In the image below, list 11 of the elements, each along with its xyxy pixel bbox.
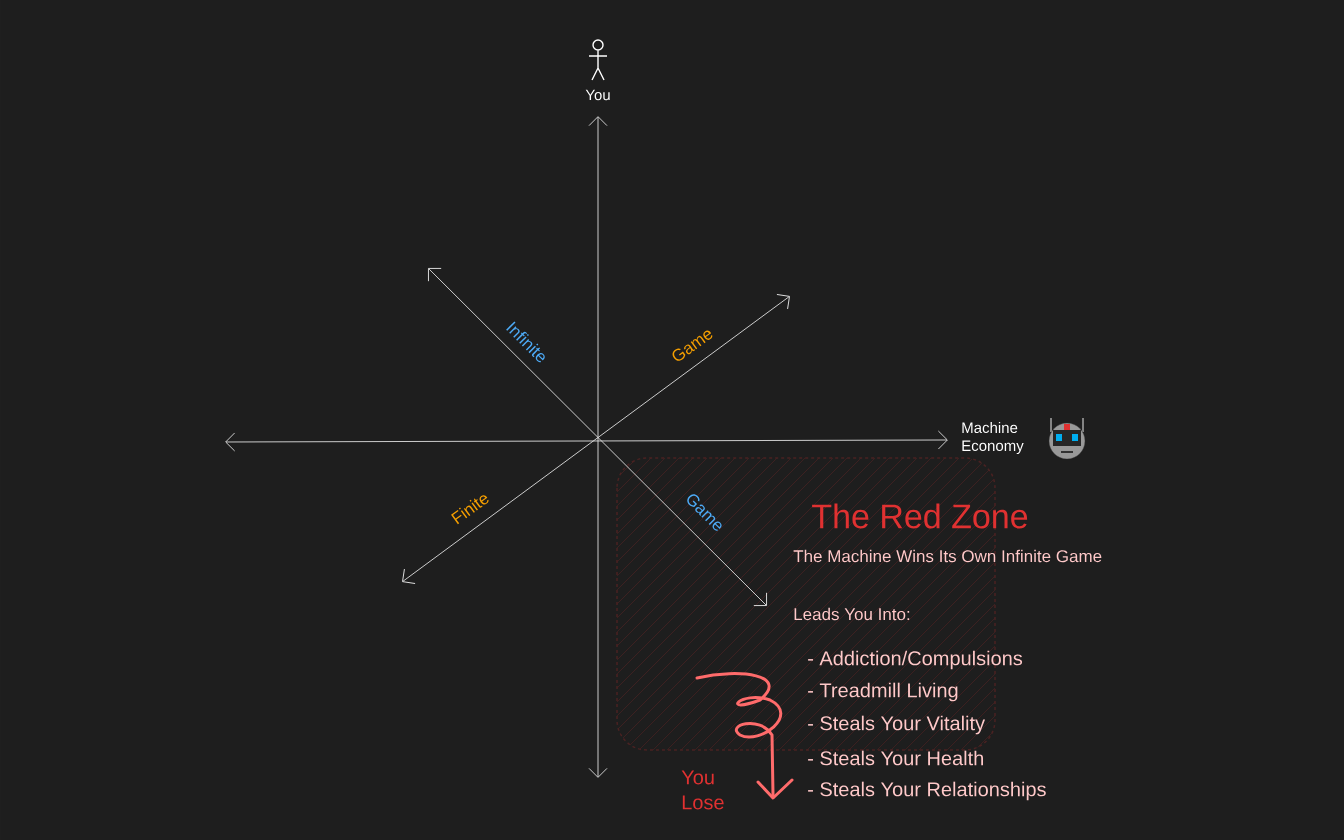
list-item: - Treadmill Living: [808, 682, 958, 702]
outcome-label: You Lose: [681, 770, 724, 810]
list-item: - Steals Your Health: [808, 750, 983, 766]
list-heading: Leads You Into:: [794, 607, 910, 621]
list-item: - Addiction/Compulsions: [808, 650, 1023, 670]
axis-end-label: Machine Economy: [962, 422, 1024, 454]
person-label: You: [585, 89, 610, 101]
list-item: - Steals Your Vitality: [808, 715, 985, 735]
zone-heading: The Red Zone: [812, 503, 1028, 529]
zone-subtitle: The Machine Wins Its Own Infinite Game: [793, 549, 1102, 563]
list-item: - Steals Your Relationships: [808, 781, 1046, 801]
